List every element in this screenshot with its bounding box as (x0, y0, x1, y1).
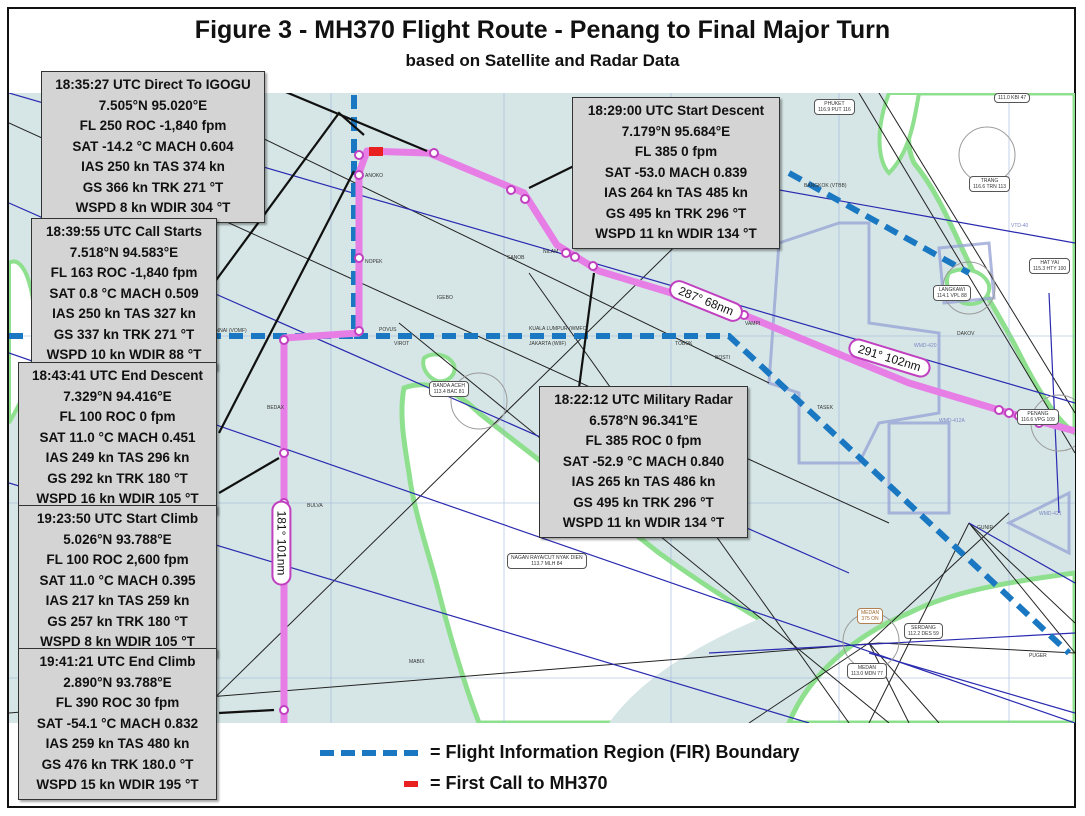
figure-subtitle: based on Satellite and Radar Data (405, 51, 680, 70)
restricted-wmd-420: WMD-420 (914, 343, 937, 349)
fir-dash-swatch (320, 749, 418, 756)
land-weh-island (421, 352, 457, 384)
fir-label-jakarta: JAKARTA (WIIF) (529, 341, 567, 347)
figure-title: Figure 3 - MH370 Flight Route - Penang t… (194, 16, 891, 44)
restricted-vtd-40: VTD-40 (1011, 223, 1029, 229)
waypoint-bedax: BEDAX (267, 405, 284, 411)
waypoint-vampi: VAMPI (745, 321, 761, 327)
waypoint-dakov: DAKOV (957, 331, 975, 337)
waypoint-puger: PUGER (1029, 653, 1047, 659)
waypoint-bosti: BOSTI (715, 355, 731, 361)
waypoint-igebo: IGEBO (437, 295, 453, 301)
waypoint-povus: POVUS (379, 327, 397, 333)
fir-label-chennai: CHENNAI (VOMF) (205, 328, 247, 334)
legend-fir-label: = Flight Information Region (FIR) Bounda… (430, 742, 800, 762)
restricted-wmd-412a: WMD-412A (939, 418, 965, 424)
callout-arrows (213, 93, 596, 715)
navaid-kbi: 111.0 KBI 47 (994, 93, 1031, 103)
waypoint-virot: VIROT (394, 341, 410, 347)
waypoint-tobok: TOBOK (675, 341, 693, 347)
waypoint-anoko: ANOKO (365, 173, 384, 179)
restricted-wmd-421: WMD-421 (1039, 511, 1062, 517)
fir-label-bangkok: BANGKOK (VTBB) (804, 183, 847, 189)
waypoint-nopek: NOPEK (365, 259, 383, 265)
waypoint-sanob: SANOB (507, 255, 525, 261)
fir-label-kuala-lumpur: KUALA LUMPUR (WMFC) (529, 326, 588, 332)
legend-first-call-label: = First Call to MH370 (430, 773, 608, 793)
waypoint-nilam: NILAM (543, 249, 559, 255)
legend-fir-boundary: = Flight Information Region (FIR) Bounda… (320, 742, 799, 763)
waypoint-mabix: MABIX (409, 659, 425, 665)
waypoint-bulva: BULVA (307, 503, 323, 509)
legend-first-call: = First Call to MH370 (404, 773, 608, 794)
first-call-marker (369, 147, 383, 156)
waypoint-tasek: TASEK (817, 405, 834, 411)
segment-label-181: 181° 101nm (271, 500, 292, 586)
first-call-swatch (404, 780, 418, 787)
waypoint-gunip: GUNIP (977, 525, 993, 531)
land-layer (9, 93, 1075, 723)
